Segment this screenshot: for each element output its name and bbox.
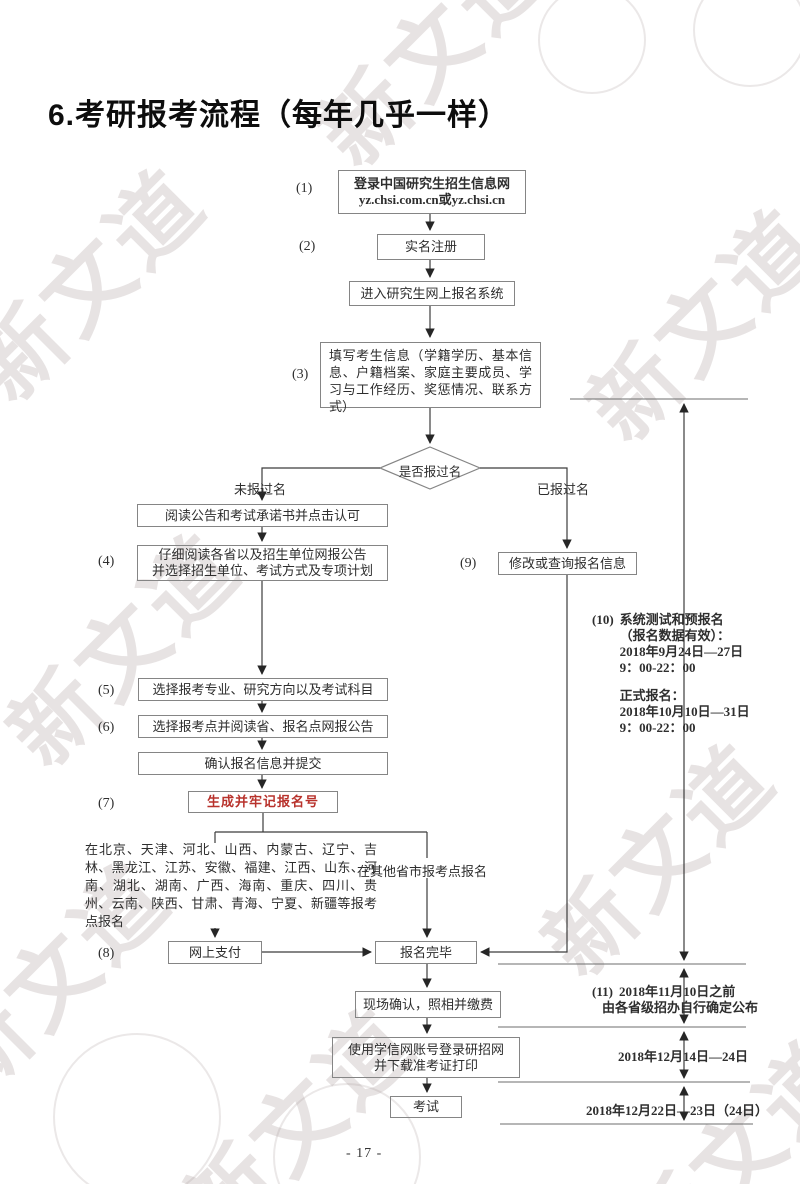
enter-system-label: 进入研究生网上报名系统 — [360, 285, 504, 301]
decision-diamond — [378, 446, 482, 490]
other-province-note: 在其他省市报考点报名 — [357, 864, 488, 879]
flow-box-fill-info: 填写考生信息（学籍学历、基本信息、户籍档案、家庭主要成员、学习与工作经历、奖惩情… — [320, 342, 541, 414]
flow-box-read-notice: 阅读公告和考试承诺书并点击认可 — [137, 504, 388, 527]
branch-label-no: 未报过名 — [234, 482, 287, 497]
step-number-8: (8) — [98, 946, 115, 961]
flow-box-download-ticket: 使用学信网账号登录研招网 并下载准考证打印 — [332, 1037, 520, 1078]
page-number: - 17 - — [346, 1146, 383, 1161]
step-number-4: (4) — [98, 554, 115, 569]
step-number-9: (9) — [460, 556, 477, 571]
flow-box-read-province: 仔细阅读各省以及招生单位网报公告 并选择招生单位、考试方式及专项计划 — [137, 545, 388, 581]
step-number-6: (6) — [98, 720, 115, 735]
step-number-3: (3) — [292, 367, 309, 382]
choose-major-label: 选择报考专业、研究方向以及考试科目 — [152, 681, 374, 697]
pre-reg-line: 2018年9月24日—27日 — [619, 644, 744, 659]
onsite-label: 现场确认，照相并缴费 — [362, 996, 493, 1012]
flow-box-onsite-confirm: 现场确认，照相并缴费 — [355, 991, 501, 1018]
flow-box-pay: 网上支付 — [168, 941, 262, 964]
main-flow-lines — [210, 214, 572, 1093]
fill-info-label: 填写考生信息（学籍学历、基本信息、户籍档案、家庭主要成员、学习与工作经历、奖惩情… — [329, 348, 532, 414]
pre-reg-line: （报名数据有效）： — [619, 628, 731, 643]
formal-reg-line: 9：00-22：00 — [619, 720, 696, 735]
flow-box-login: 登录中国研究生招生信息网 yz.chsi.com.cn或yz.chsi.cn — [338, 170, 526, 214]
confirm-submit-label: 确认报名信息并提交 — [204, 755, 322, 771]
page-title: 6.考研报考流程（每年几乎一样） — [48, 99, 510, 132]
choose-site-label: 选择报考点并阅读省、报名点网报公告 — [152, 718, 374, 734]
step-number-1: (1) — [296, 181, 313, 196]
complete-label: 报名完毕 — [399, 944, 452, 960]
flow-box-exam: 考试 — [390, 1096, 462, 1118]
download-line2: 并下载准考证打印 — [373, 1057, 478, 1073]
read-notice-label: 阅读公告和考试承诺书并点击认可 — [164, 507, 360, 523]
step-number-7: (7) — [98, 796, 115, 811]
pre-reg-line: 9：00-22：00 — [619, 660, 696, 675]
download-line1: 使用学信网账号登录研招网 — [347, 1041, 504, 1057]
flow-box-choose-major: 选择报考专业、研究方向以及考试科目 — [138, 678, 388, 701]
branch-label-yes: 已报过名 — [537, 482, 590, 497]
flow-box-enter-system: 进入研究生网上报名系统 — [349, 281, 515, 306]
login-line1: 登录中国研究生招生信息网 — [353, 176, 510, 191]
modify-label: 修改或查询报名信息 — [508, 555, 626, 571]
login-line2: yz.chsi.com.cn或yz.chsi.cn — [358, 192, 506, 207]
flow-box-choose-site: 选择报考点并阅读省、报名点网报公告 — [138, 715, 388, 738]
timeline-lines — [498, 398, 753, 1125]
flow-box-complete: 报名完毕 — [375, 941, 477, 964]
flow-box-register: 实名注册 — [377, 234, 485, 260]
formal-reg-line: 正式报名： — [619, 688, 685, 703]
pay-label: 网上支付 — [188, 944, 241, 960]
flow-box-generate-number: 生成并牢记报名号 — [188, 791, 338, 813]
flow-box-confirm-submit: 确认报名信息并提交 — [138, 752, 388, 775]
step-number-10: (10) — [592, 612, 614, 627]
onsite-confirm-period: 2018年12月14日—24日 — [618, 1049, 749, 1064]
step-number-2: (2) — [299, 239, 316, 254]
timeline-pre-registration: (10) 系统测试和预报名 （报名数据有效）： 2018年9月24日—27日 9… — [592, 612, 757, 736]
announce-line2: 由各省级招办自行确定公布 — [602, 1000, 759, 1015]
exam-label: 考试 — [412, 1099, 439, 1114]
announce-line1: 2018年11月10日之前 — [618, 984, 736, 999]
step-number-5: (5) — [98, 683, 115, 698]
timeline-announce: (11) 2018年11月10日之前 由各省级招办自行确定公布 — [592, 984, 782, 1016]
generate-number-label: 生成并牢记报名号 — [206, 794, 319, 809]
exam-period: 2018年12月22日—23日（24日） — [586, 1103, 769, 1118]
register-label: 实名注册 — [404, 239, 457, 254]
flow-box-modify: 修改或查询报名信息 — [498, 552, 637, 575]
read-province-line1: 仔细阅读各省以及招生单位网报公告 — [158, 547, 367, 562]
pre-reg-line: 系统测试和预报名 — [619, 612, 724, 627]
step-number-11: (11) — [592, 984, 613, 999]
read-province-line2: 并选择招生单位、考试方式及专项计划 — [151, 563, 373, 578]
province-list-note: 在北京、天津、河北、山西、内蒙古、辽宁、吉林、黑龙江、江苏、安徽、福建、江西、山… — [85, 842, 377, 929]
decision-label: 是否报过名 — [398, 465, 462, 479]
formal-reg-line: 2018年10月10日—31日 — [619, 704, 750, 719]
